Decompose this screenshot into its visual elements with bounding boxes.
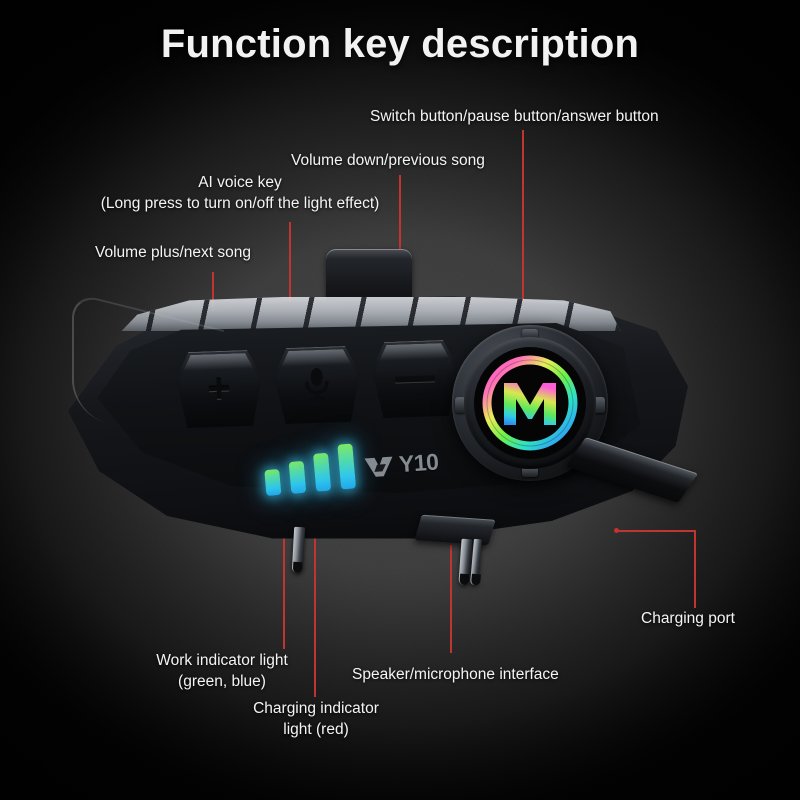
leader-line-charging-port-horizontal — [617, 530, 696, 532]
callout-ai-voice-key-line-1: AI voice key — [198, 174, 282, 191]
callout-charging-port-line-1: Charging port — [641, 610, 735, 627]
callout-ai-voice-key: AI voice key (Long press to turn on/off … — [85, 172, 395, 214]
callout-charging-port: Charging port — [641, 608, 735, 629]
ai-voice-button[interactable] — [273, 346, 362, 425]
led-bar — [312, 452, 332, 492]
rgb-m-logo-icon — [482, 355, 578, 451]
leader-line-work-indicator — [283, 497, 285, 649]
speaker-connector-pin-left — [291, 526, 306, 574]
callout-ai-voice-key-line-2: (Long press to turn on/off the light eff… — [100, 195, 380, 212]
callout-volume-plus-line-1: Volume plus/next song — [95, 244, 251, 261]
leader-line-charging-port-vertical — [694, 530, 696, 608]
logo-clip-tab-left — [455, 397, 466, 413]
brand-mark: Y10 — [363, 448, 439, 480]
leader-line-switch-button — [522, 130, 524, 415]
microphone-icon — [301, 365, 332, 404]
logo-clip-tab-top — [522, 329, 538, 340]
callout-work-indicator-line-2: (green, blue) — [178, 673, 266, 690]
callout-charging-indicator-line-1: Charging indicator — [253, 700, 379, 717]
callout-speaker-microphone-line-1: Speaker/microphone interface — [352, 666, 559, 683]
plus-icon: + — [206, 366, 232, 412]
logo-clip-tab-right — [594, 397, 605, 413]
callout-work-indicator-light: Work indicator light (green, blue) — [148, 650, 296, 692]
callout-volume-plus: Volume plus/next song — [95, 242, 251, 263]
page-title: Function key description — [160, 22, 640, 66]
leader-dot-charging-port — [614, 528, 619, 533]
logo-light-window — [474, 347, 586, 459]
bluetooth-headset-device: + Y10 — [68, 249, 699, 586]
callout-volume-down-line-1: Volume down/previous song — [291, 152, 485, 169]
microphone-connector-block — [414, 514, 496, 546]
leader-line-charging-indicator — [314, 497, 316, 697]
y-logo-icon — [364, 456, 393, 477]
led-bar — [288, 460, 307, 494]
callout-switch-button: Switch button/pause button/answer button — [370, 106, 659, 127]
volume-plus-button[interactable]: + — [175, 350, 264, 429]
callout-charging-indicator-line-2: light (red) — [283, 721, 349, 738]
led-bar — [337, 443, 357, 490]
callout-speaker-microphone-interface: Speaker/microphone interface — [352, 664, 559, 685]
mount-clip-tab — [326, 249, 412, 303]
callout-volume-down: Volume down/previous song — [291, 150, 485, 171]
logo-clip-tab-bottom — [522, 466, 538, 477]
minus-icon — [395, 375, 435, 382]
callout-work-indicator-line-1: Work indicator light — [156, 652, 288, 669]
model-label: Y10 — [398, 448, 440, 478]
volume-minus-button[interactable] — [371, 340, 460, 419]
led-bar — [264, 468, 282, 497]
callout-charging-indicator-light: Charging indicator light (red) — [242, 698, 390, 740]
callout-switch-button-line-1: Switch button/pause button/answer button — [370, 108, 659, 125]
leader-line-speaker-microphone — [450, 545, 452, 653]
